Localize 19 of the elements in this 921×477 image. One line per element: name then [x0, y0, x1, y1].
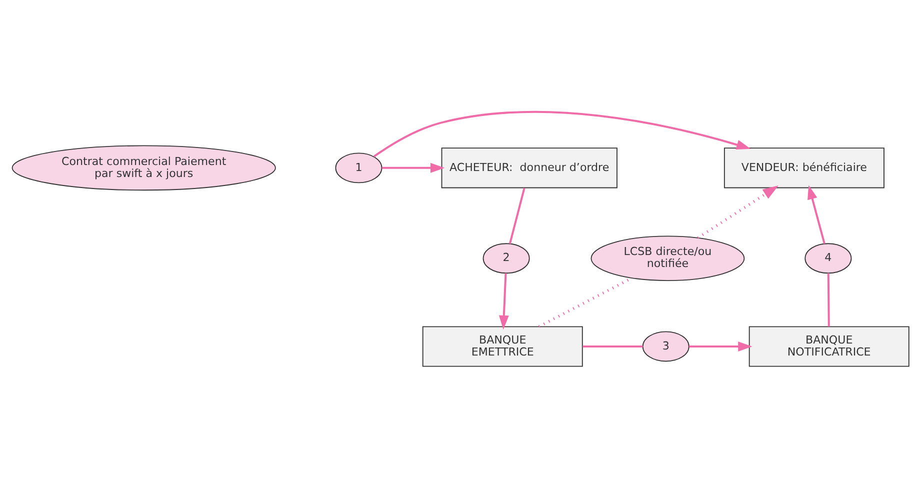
node-box: ACHETEUR: donneur d’ordre: [441, 147, 618, 188]
node-ellipse: 3: [642, 330, 690, 362]
connector: [582, 344, 643, 347]
arrow: [808, 184, 826, 244]
node-ellipse: Contrat commercial Paiement par swift à x jours: [12, 144, 276, 190]
arrow: [697, 185, 778, 239]
node-ellipse: 1: [335, 152, 382, 183]
arrow: [373, 110, 751, 157]
arrow: [689, 341, 752, 351]
node-ellipse: 2: [482, 242, 530, 274]
arrow: [382, 162, 445, 172]
connector: [827, 272, 830, 326]
node-box: VENDEUR: bénéficiaire: [724, 147, 884, 188]
node-ellipse: LCSB directe/ou notifiée: [590, 235, 745, 281]
node-box: BANQUE EMETTRICE: [422, 326, 583, 366]
node-box: BANQUE NOTIFICATRICE: [748, 326, 910, 366]
arrow: [498, 272, 509, 330]
node-ellipse: 4: [804, 242, 852, 274]
connector: [508, 187, 526, 244]
